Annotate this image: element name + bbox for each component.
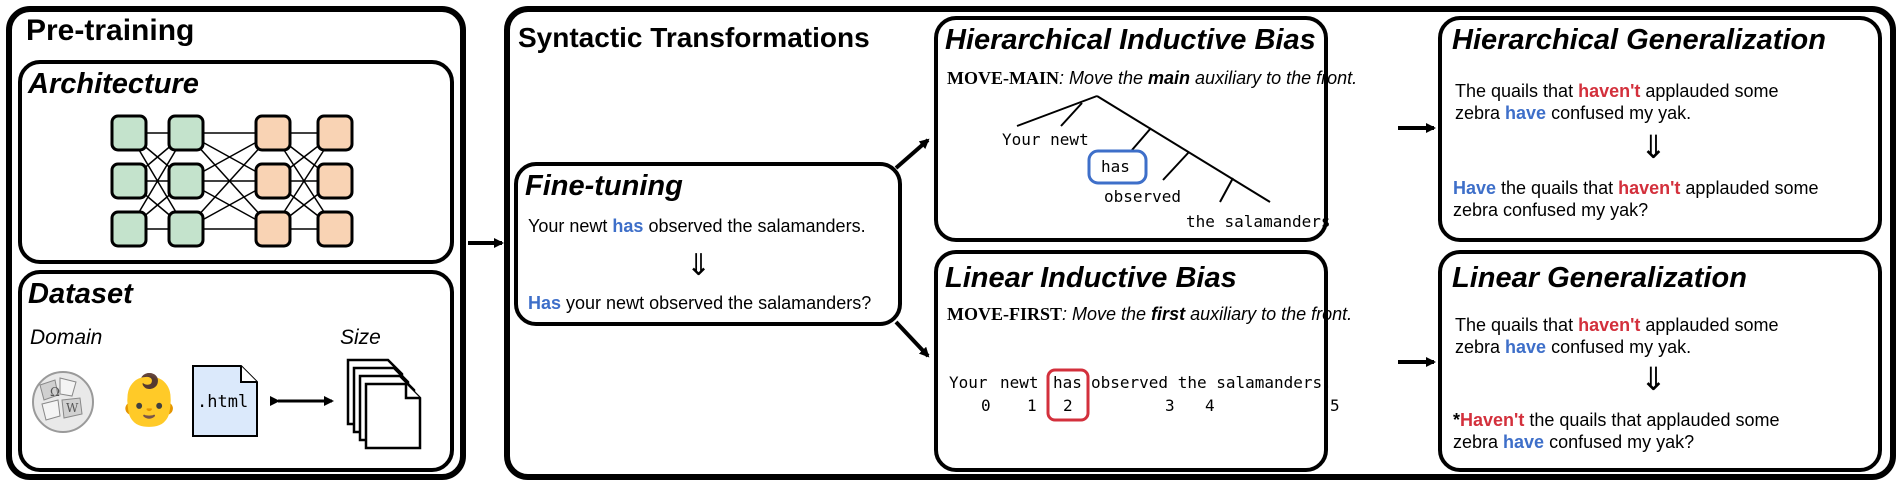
finetuning-to-linear-arrow [894,320,930,358]
linear-gen-line-3: *Haven't the quails that applauded some [1453,410,1780,430]
hier-gen-arrow: ⇓ [1640,129,1667,165]
size-label: Size [340,326,381,349]
linear-word-newt: newt [1000,373,1039,392]
linear-gen-line-2: zebra have confused my yak. [1455,337,1692,357]
nn-node [167,210,205,248]
wikipedia-globe-icon: Ω W [32,371,94,433]
html-file-icon [192,365,258,437]
linear-word-has: has [1053,373,1082,392]
has-highlight-box [1087,149,1148,185]
linear-gen-title: Linear Generalization [1452,262,1747,294]
linear-bias-box [934,250,1328,472]
tree-has: has [1101,157,1130,176]
architecture-title: Architecture [28,68,199,100]
hier-gen-title: Hierarchical Generalization [1452,24,1826,56]
linear-index-1: 1 [1027,396,1037,415]
nn-node [110,162,148,200]
html-file-label: .html [197,392,249,412]
nn-node [254,210,292,248]
linear-gen-box [1438,250,1882,472]
hier-gen-line-3: Have the quails that haven't applauded s… [1453,178,1819,198]
tree-salamanders: the salamanders [1186,212,1331,231]
hier-gen-line-2: zebra have confused my yak. [1455,103,1692,123]
linear-has-highlight-box [1046,368,1090,422]
hier-gen-line-4: zebra confused my yak? [1453,200,1649,220]
tree-observed: observed [1104,187,1182,206]
nn-node [254,162,292,200]
linear-index-4: 4 [1205,396,1215,415]
svg-text:W: W [66,401,79,415]
hier-gen-line-1: The quails that haven't applauded some [1455,81,1779,101]
finetuning-sentence-1: Your newt has observed the salamanders. [528,216,866,236]
pretraining-title: Pre-training [26,14,195,47]
linear-word-your: Your [949,373,988,392]
nn-node [110,210,148,248]
finetuning-box [514,162,902,326]
linear-bias-rule: MOVE-FIRST: Move the first auxiliary to … [947,304,1353,324]
hier-gen-box [1438,16,1882,242]
syntactic-title: Syntactic Transformations [518,22,870,53]
linear-index-2: 2 [1063,396,1073,415]
tree-your-newt: Your newt [1002,130,1089,149]
nn-node [316,162,354,200]
hier-bias-title: Hierarchical Inductive Bias [945,24,1316,56]
nn-node [254,114,292,152]
hier-bias-box [934,16,1328,242]
linear-index-3: 3 [1165,396,1175,415]
baby-emoji-icon: 👶 [118,372,181,428]
finetuning-to-hier-arrow [894,138,930,170]
architecture-box [18,60,454,264]
linear-index-0: 0 [981,396,991,415]
domain-label: Domain [30,326,103,349]
linear-word-rest: observed the salamanders. [1091,373,1332,392]
finetuning-arrow: ⇓ [686,249,712,282]
document-stack-icon [346,358,422,450]
linear-index-5: 5 [1330,396,1340,415]
nn-node [167,114,205,152]
linear-gen-arrow: ⇓ [1640,361,1667,397]
svg-text:Ω: Ω [50,385,60,399]
linear-gen-line-1: The quails that haven't applauded some [1455,315,1779,335]
finetuning-sentence-2: Has your newt observed the salamanders? [528,293,872,313]
nn-node [316,114,354,152]
hier-bias-rule: MOVE-MAIN: Move the main auxiliary to th… [947,68,1358,88]
linear-bias-title: Linear Inductive Bias [945,262,1237,294]
nn-node [316,210,354,248]
nn-node [167,162,205,200]
syntax-tree [1016,95,1271,203]
linear-gen-line-4: zebra have confused my yak? [1453,432,1695,452]
nn-node [110,114,148,152]
neural-network-icon [110,114,354,248]
dataset-title: Dataset [28,278,133,310]
finetuning-title: Fine-tuning [525,170,683,202]
